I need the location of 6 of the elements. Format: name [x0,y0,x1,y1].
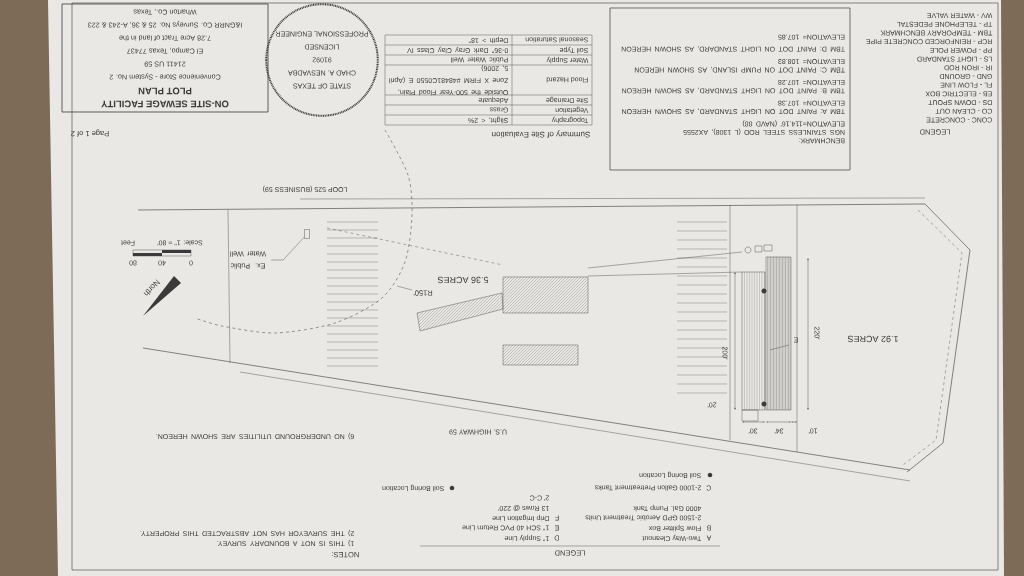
well-symbol [304,229,310,239]
leader-line [396,285,413,291]
area-label: 5.36 ACRES [437,276,489,284]
area-label: 1.92 ACRES [847,335,898,343]
table-title: Summary of Site Evaluation [492,130,590,138]
leader-line [271,236,305,261]
